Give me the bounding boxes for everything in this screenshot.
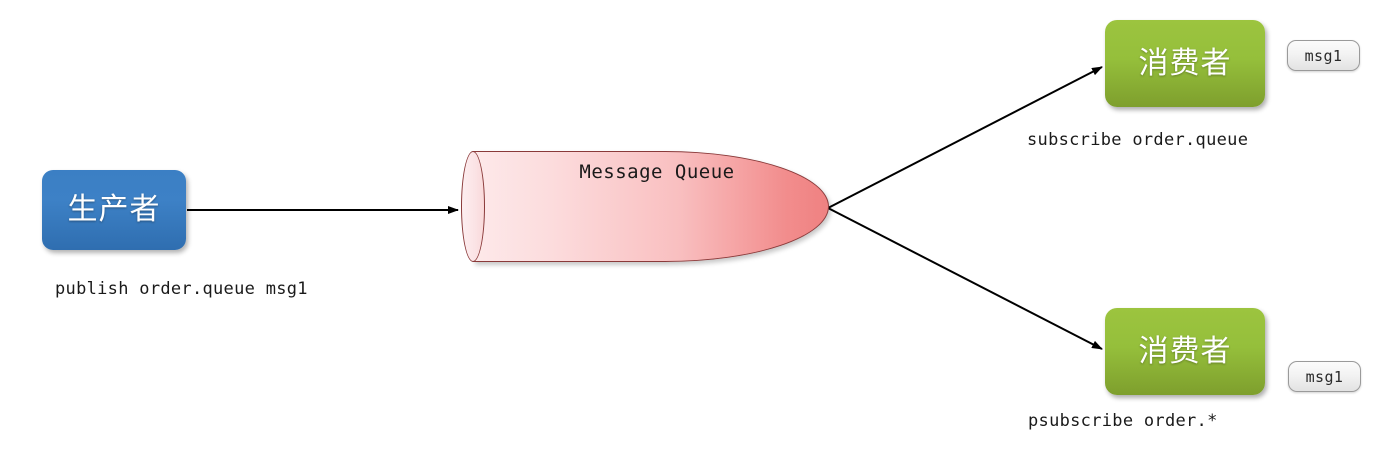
edge-psubscribe-arrow bbox=[827, 207, 1103, 350]
node-consumer-bottom[interactable]: 消费者 bbox=[1105, 308, 1265, 395]
node-consumer-top[interactable]: 消费者 bbox=[1105, 20, 1265, 107]
node-consumer-bottom-label: 消费者 bbox=[1138, 333, 1232, 369]
node-message-queue-label: Message Queue bbox=[579, 161, 735, 183]
node-message-queue[interactable]: Message Queue bbox=[461, 151, 829, 262]
badge-msg1-bottom-label: msg1 bbox=[1305, 367, 1344, 386]
node-consumer-top-label: 消费者 bbox=[1138, 45, 1232, 81]
node-producer-label: 生产者 bbox=[67, 192, 161, 227]
caption-psubscribe: psubscribe order.* bbox=[1028, 411, 1218, 431]
badge-msg1-top-label: msg1 bbox=[1304, 46, 1343, 65]
badge-msg1-bottom: msg1 bbox=[1288, 361, 1361, 392]
caption-publish: publish order.queue msg1 bbox=[55, 279, 308, 299]
queue-cylinder-cap bbox=[461, 151, 485, 262]
node-producer[interactable]: 生产者 bbox=[42, 170, 186, 250]
queue-cylinder-body bbox=[473, 151, 829, 262]
caption-subscribe: subscribe order.queue bbox=[1027, 130, 1249, 150]
badge-msg1-top: msg1 bbox=[1287, 40, 1360, 71]
